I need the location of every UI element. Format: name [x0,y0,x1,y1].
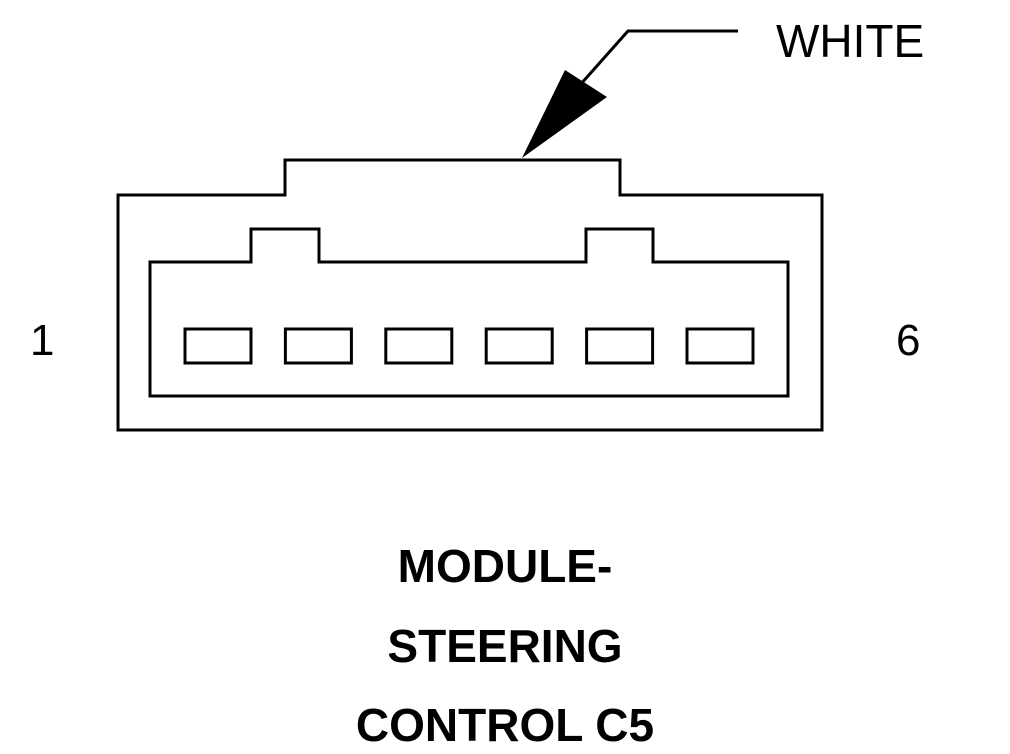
pin-1-label: 1 [30,316,54,365]
pin-cavity-2 [283,327,353,365]
color-callout-label: WHITE [776,15,924,67]
pin-cavity-5 [585,327,655,365]
caption-line-module: MODULE- [397,540,613,592]
callout-arrowhead [522,70,607,158]
pin-cavity-4 [484,327,554,365]
connector-housing-outer [116,158,824,432]
callout-leader-line [578,29,738,86]
pin-6-label: 6 [896,316,920,365]
caption-line-steering: STEERING [387,620,623,672]
caption-line-control-c5: CONTROL C5 [355,699,655,751]
pin-cavities [183,327,755,365]
pin-cavity-3 [384,327,454,365]
pin-cavity-1 [183,327,253,365]
connector-face-inner [148,227,790,398]
pin-cavity-6 [685,327,755,365]
